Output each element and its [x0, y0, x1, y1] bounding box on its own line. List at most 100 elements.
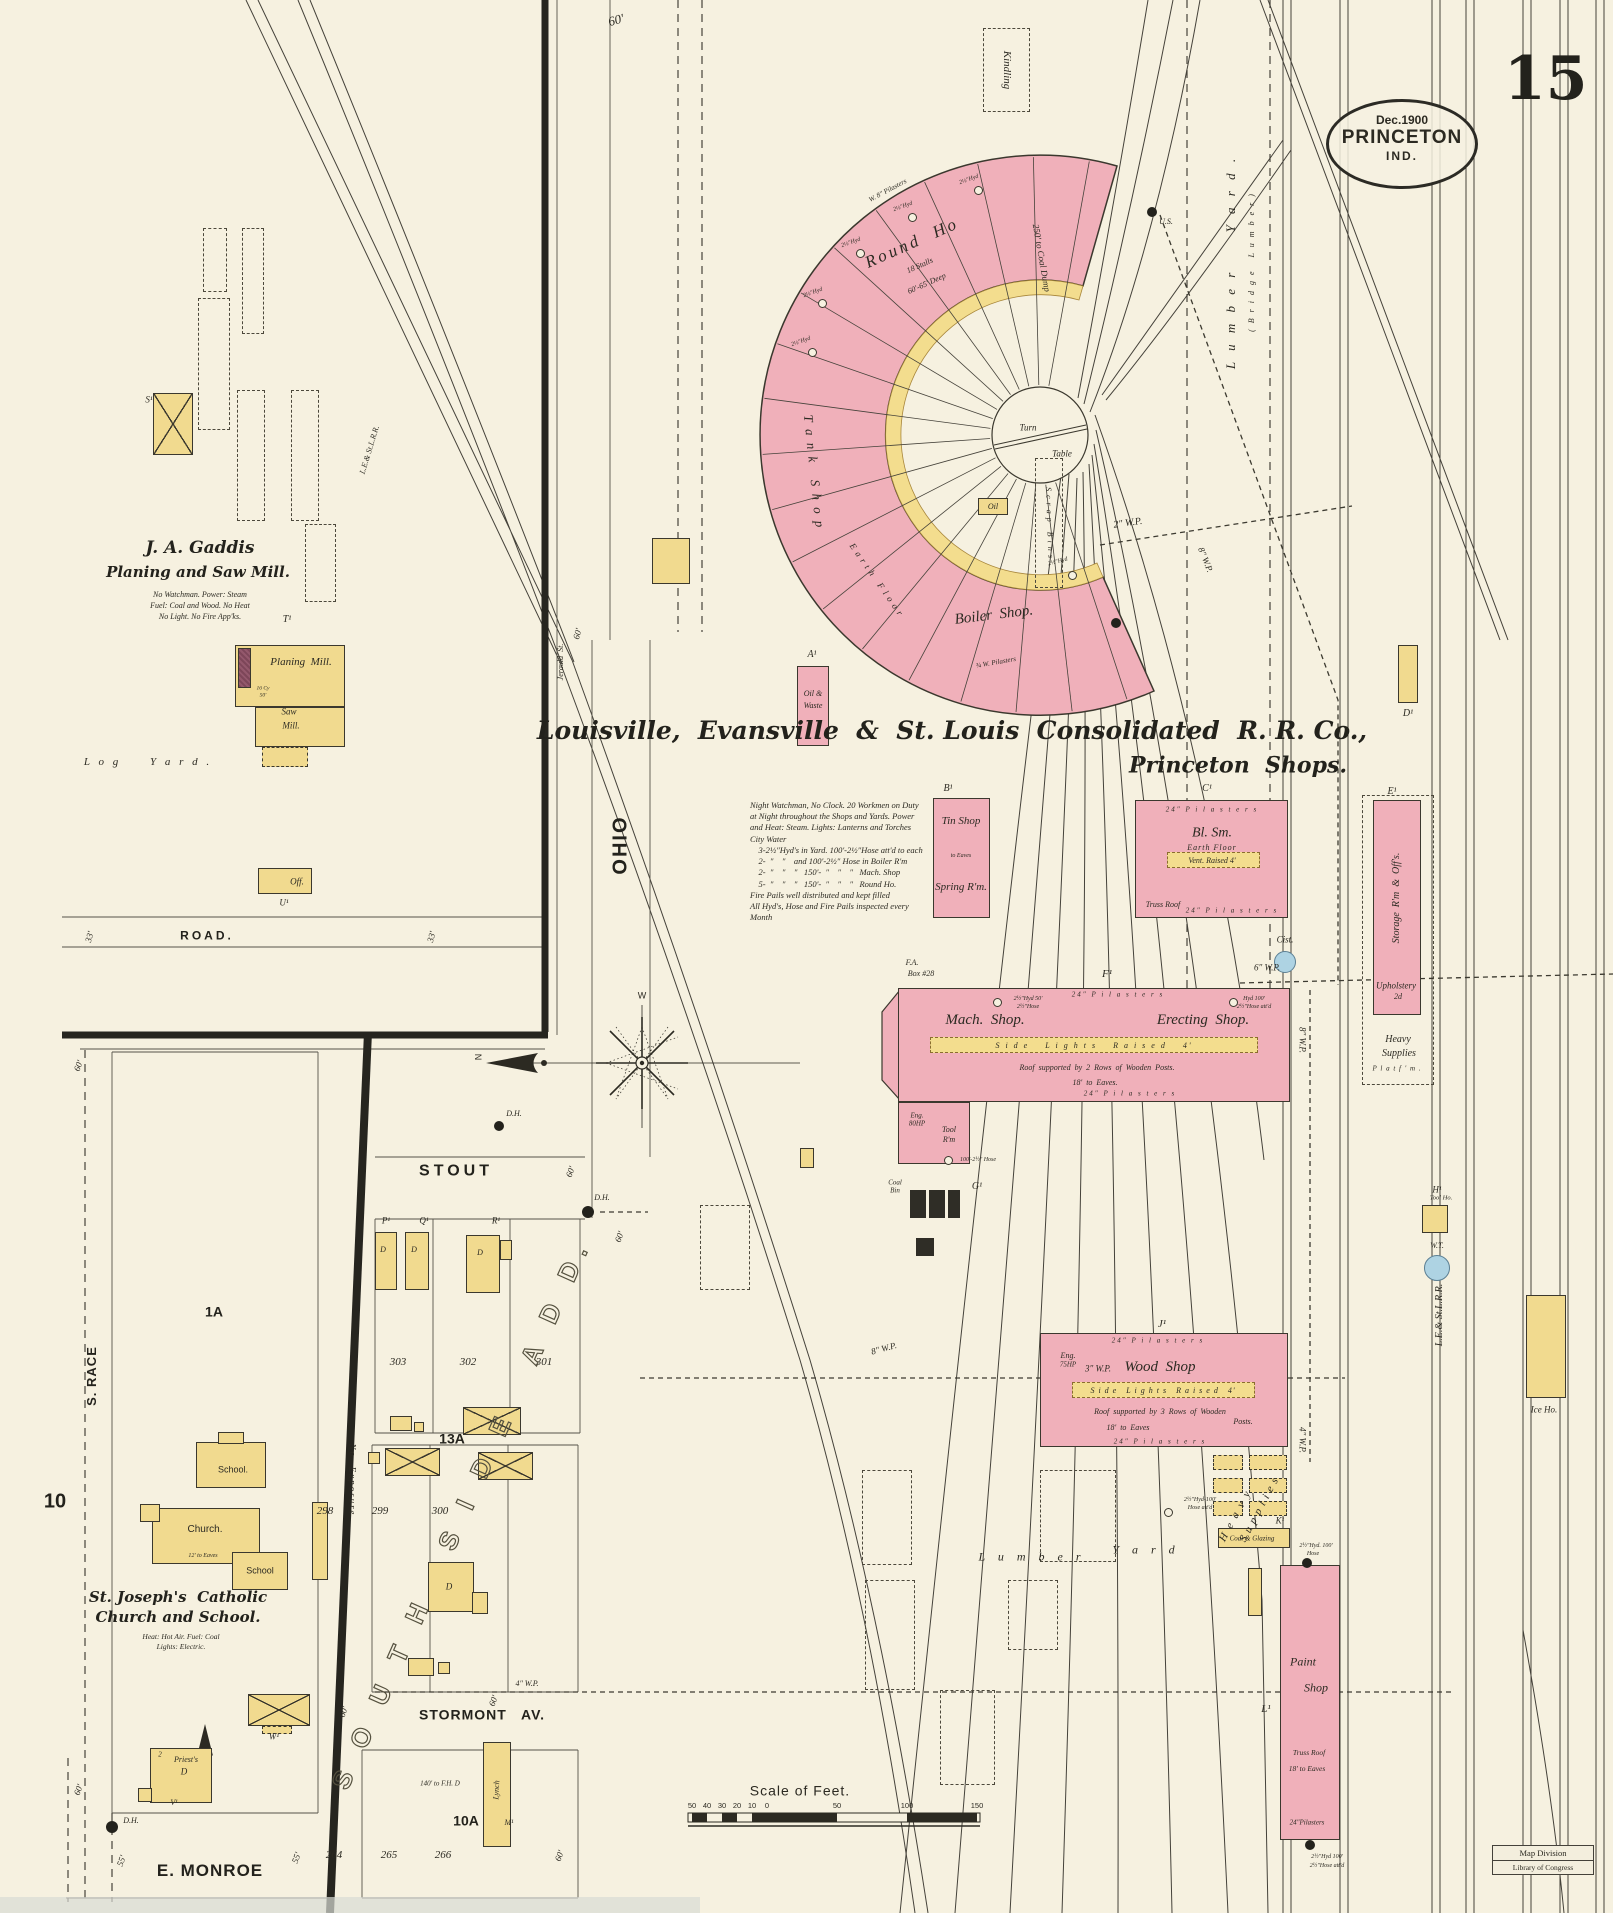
- hydrant-icon: [973, 185, 983, 195]
- roundhouse-stall-line: [762, 438, 991, 455]
- map-label: 24″ P i l a s t e r s: [1111, 1336, 1205, 1345]
- map-label: 302: [459, 1356, 477, 1369]
- street-label-e-monroe: E. MONROE: [156, 1861, 264, 1881]
- gaddis-note: No Watchman. Power: Steam Fuel: Coal and…: [150, 589, 250, 621]
- stamp-city: PRINCETON: [1341, 127, 1463, 148]
- lumber-yard-label: L u m b e r: [978, 1549, 1086, 1564]
- map-label: 24″ P i l a s t e r s: [1185, 906, 1279, 915]
- map-label: S i d e L i g h t s R a i s e d 4': [995, 1040, 1193, 1050]
- map-label: 2: [158, 1750, 162, 1759]
- map-label: 2½″Hose att'd: [1309, 1862, 1345, 1869]
- map-label: 2½″Hyd 50': [1013, 995, 1043, 1002]
- dwelling: [428, 1562, 474, 1612]
- map-label: Tool: [942, 1124, 956, 1134]
- hydrant-icon: [1067, 570, 1077, 580]
- map-label: H¹: [1432, 1184, 1442, 1195]
- map-label: 18' to Eaves: [1288, 1764, 1326, 1774]
- map-label: Saw: [281, 706, 297, 717]
- map-label: D.H.: [123, 1815, 139, 1825]
- erecting-shop-label: Erecting Shop.: [1156, 1012, 1250, 1029]
- small-outbuilding: [652, 538, 690, 584]
- map-label: 24″ P i l a s t e r s: [1165, 805, 1259, 814]
- map-label: Table: [1052, 448, 1072, 459]
- map-label: Earth Floor: [1187, 842, 1237, 852]
- map-label: 264: [325, 1849, 343, 1862]
- church-label: Church.: [187, 1523, 223, 1535]
- map-label: D: [380, 1244, 386, 1254]
- map-label: to Eaves: [950, 852, 972, 859]
- barn: [478, 1452, 533, 1480]
- map-label: F.A.: [905, 957, 919, 967]
- scale-bar: [687, 1812, 981, 1827]
- map-label: Heavy: [1385, 1033, 1411, 1045]
- map-label: U¹: [279, 897, 289, 908]
- roundhouse-stall-line: [1045, 484, 1073, 712]
- storage-upholstery: [1373, 800, 1421, 1015]
- map-label: A¹: [807, 648, 817, 660]
- map-label: Truss Roof: [1292, 1748, 1326, 1758]
- roundhouse-stall-line: [875, 210, 1011, 395]
- map-label: W: [637, 990, 647, 1001]
- scale-tick-label: 40: [702, 1801, 712, 1811]
- block-label-10: 10: [43, 1490, 67, 1513]
- stamp-state: IND.: [1386, 149, 1418, 163]
- block-label-1a: 1A: [205, 1303, 223, 1320]
- planing-mill-south: [255, 707, 345, 747]
- map-label: 266: [434, 1849, 452, 1862]
- outbuilding: [408, 1658, 434, 1676]
- map-label: Bin: [890, 1186, 900, 1195]
- map-label: Tool Ho.: [1429, 1194, 1453, 1202]
- scan-edge: [0, 1897, 700, 1913]
- roundhouse-stall-line: [764, 397, 991, 429]
- map-label: D.H.: [506, 1108, 522, 1118]
- map-label: Roof supported by 2 Rows of Wooden Posts…: [1019, 1062, 1175, 1072]
- map-label: Box #28: [907, 968, 935, 978]
- map-label: 2½″Hyd-100': [1183, 1496, 1217, 1503]
- map-label: Priest's: [174, 1754, 198, 1764]
- narrow-building: [312, 1502, 328, 1580]
- outbuilding: [438, 1662, 450, 1674]
- hydrant-icon: [943, 1155, 953, 1165]
- coal-structure: [916, 1238, 934, 1256]
- map-label: Y a r d: [1112, 1542, 1180, 1557]
- north-pointer-icon: [486, 1053, 538, 1073]
- dashed-outline: [198, 298, 230, 430]
- boiler-room: [238, 648, 251, 688]
- priests-dwelling: [150, 1748, 212, 1803]
- church-tower: [140, 1504, 160, 1522]
- map-label: D: [445, 1581, 453, 1592]
- map-label: T¹: [282, 613, 292, 625]
- roundhouse-stall-line: [924, 181, 1020, 390]
- map-label: C¹: [1202, 782, 1212, 794]
- map-label: 18' to Eaves.: [1072, 1077, 1118, 1087]
- map-label: Supplies: [1382, 1047, 1416, 1059]
- tin-shop-spring-room: [933, 798, 990, 918]
- paint-shop-label: Paint: [1290, 1654, 1316, 1669]
- map-label: 24″ P i l a s t e r s: [1083, 1089, 1177, 1098]
- engine-tool-room: [898, 1102, 970, 1164]
- map-label: 140' to F.H. D: [420, 1779, 460, 1788]
- outbuilding: [414, 1422, 424, 1432]
- gaddis-title: J. A. Gaddis: [145, 538, 255, 559]
- paint-shop: [1280, 1565, 1340, 1840]
- roundhouse-stall-line: [1048, 161, 1090, 386]
- dashed-outline: [242, 228, 264, 334]
- map-label: Mill.: [282, 720, 300, 731]
- barn-w1: [248, 1694, 310, 1726]
- tool-house: [1422, 1205, 1448, 1233]
- map-label: V¹: [170, 1797, 178, 1807]
- hydrant-dot-icon: [1305, 1840, 1315, 1850]
- library-stamp-line2: Library of Congress: [1512, 1863, 1574, 1872]
- roundhouse-stall-line: [822, 465, 1002, 610]
- map-label: Church and School.: [95, 1608, 261, 1627]
- school-label: School.: [217, 1464, 249, 1475]
- map-label: Hyd 100': [1243, 995, 1265, 1002]
- map-label: W¹: [268, 1731, 280, 1742]
- map-label: 75HP: [1059, 1360, 1077, 1369]
- hydrant-icon: [855, 248, 865, 258]
- princeton-shops-title: Princeton Shops.: [1128, 752, 1348, 779]
- map-label: 4″ W.P.: [515, 1678, 539, 1688]
- blacksmith-label: Bl. Sm.: [1191, 825, 1233, 841]
- block-label-10a: 10A: [453, 1812, 479, 1829]
